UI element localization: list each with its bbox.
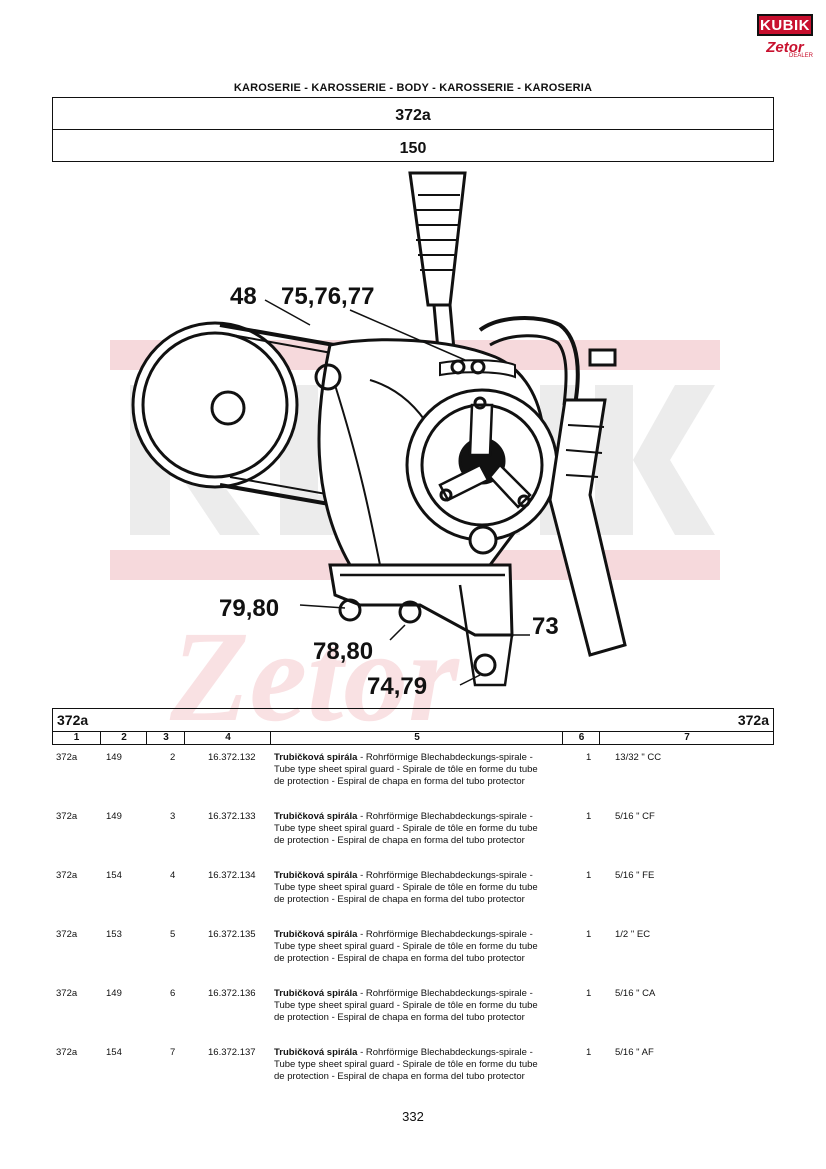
cell-part-number: 16.372.133	[208, 811, 256, 822]
desc-rest: - Rohrförmige Blechabdeckungs-spirale - …	[274, 811, 538, 846]
cell-ref: 372a	[56, 811, 78, 822]
callout-73: 73	[532, 613, 559, 640]
cell-col2: 149	[106, 811, 122, 822]
cell-position: 6	[170, 988, 176, 999]
col-header-1: 1	[73, 732, 80, 743]
cell-quantity: 1	[586, 870, 592, 881]
cell-col2: 149	[106, 988, 122, 999]
cell-description: Trubičková spirála - Rohrförmige Blechab…	[274, 1047, 546, 1083]
parts-table-group-header: 372a 372a	[52, 708, 774, 732]
cell-description: Trubičková spirála - Rohrförmige Blechab…	[274, 752, 546, 788]
desc-bold: Trubičková spirála	[274, 929, 358, 940]
assembly-drawing	[131, 171, 627, 687]
cell-quantity: 1	[586, 988, 592, 999]
group-sub-box: 150	[52, 129, 774, 162]
cell-part-number: 16.372.135	[208, 929, 256, 940]
cell-part-number: 16.372.136	[208, 988, 256, 999]
cell-ref: 372a	[56, 752, 78, 763]
cell-description: Trubičková spirála - Rohrförmige Blechab…	[274, 811, 546, 847]
cell-note: 13/32 " CC	[615, 752, 662, 763]
col-header-3: 3	[146, 731, 185, 744]
cell-note: 5/16 " CF	[615, 811, 655, 822]
cell-ref: 372a	[56, 988, 78, 999]
col-header-5: 5	[270, 731, 563, 744]
table-row: 372a 153 5 16.372.135 Trubičková spirála…	[52, 929, 772, 987]
cell-col2: 149	[106, 752, 122, 763]
section-title: KAROSERIE - KAROSSERIE - BODY - KAROSSER…	[233, 82, 593, 94]
cell-description: Trubičková spirála - Rohrförmige Blechab…	[274, 988, 546, 1024]
cell-position: 4	[170, 870, 176, 881]
cell-quantity: 1	[586, 752, 592, 763]
callout-75-76-77: 75,76,77	[281, 283, 375, 310]
cell-ref: 372a	[56, 870, 78, 881]
cell-note: 1/2 " EC	[615, 929, 651, 940]
cell-description: Trubičková spirála - Rohrförmige Blechab…	[274, 870, 546, 906]
cell-col2: 154	[106, 1047, 122, 1058]
logo-brand: KUBIK	[757, 14, 813, 36]
cell-part-number: 16.372.134	[208, 870, 256, 881]
desc-bold: Trubičková spirála	[274, 1047, 358, 1058]
table-row: 372a 149 3 16.372.133 Trubičková spirála…	[52, 811, 772, 869]
cell-quantity: 1	[586, 1047, 592, 1058]
col-header-6: 6	[562, 731, 600, 744]
callout-74-79: 74,79	[367, 673, 428, 700]
cell-quantity: 1	[586, 929, 592, 940]
cell-note: 5/16 " FE	[615, 870, 655, 881]
table-row: 372a 154 7 16.372.137 Trubičková spirála…	[52, 1047, 772, 1105]
group-code-box: 372a	[52, 97, 774, 130]
col-header-7: 7	[599, 731, 774, 744]
table-row: 372a 149 2 16.372.132 Trubičková spirála…	[52, 752, 772, 810]
cell-position: 7	[170, 1047, 176, 1058]
cell-col2: 153	[106, 929, 122, 940]
desc-bold: Trubičková spirála	[274, 988, 358, 999]
cell-note: 5/16 " AF	[615, 1047, 654, 1058]
kubik-zetor-logo: KUBIK Zetor DEALER	[757, 14, 813, 66]
desc-bold: Trubičková spirála	[274, 870, 358, 881]
cell-position: 5	[170, 929, 176, 940]
desc-rest: - Rohrförmige Blechabdeckungs-spirale - …	[274, 988, 538, 1023]
col-header-2: 2	[100, 731, 147, 744]
desc-rest: - Rohrförmige Blechabdeckungs-spirale - …	[274, 752, 538, 787]
logo-tag: DEALER	[788, 53, 813, 59]
callout-79-80: 79,80	[219, 595, 280, 622]
desc-rest: - Rohrförmige Blechabdeckungs-spirale - …	[274, 870, 538, 905]
desc-bold: Trubičková spirála	[274, 811, 358, 822]
desc-rest: - Rohrförmige Blechabdeckungs-spirale - …	[274, 1047, 538, 1082]
cell-ref: 372a	[56, 929, 78, 940]
parts-table-column-headers: 1 2 3 4 5 6 7	[52, 731, 774, 745]
cell-ref: 372a	[56, 1047, 78, 1058]
logo-sub: Zetor	[766, 39, 804, 56]
table-row: 372a 154 4 16.372.134 Trubičková spirála…	[52, 870, 772, 928]
callout-78-80: 78,80	[313, 638, 374, 665]
table-row: 372a 149 6 16.372.136 Trubičková spirála…	[52, 988, 772, 1046]
cell-description: Trubičková spirála - Rohrförmige Blechab…	[274, 929, 546, 965]
desc-rest: - Rohrförmige Blechabdeckungs-spirale - …	[274, 929, 538, 964]
col-header-4: 4	[184, 731, 271, 744]
cell-quantity: 1	[586, 811, 592, 822]
cell-part-number: 16.372.132	[208, 752, 256, 763]
cell-col2: 154	[106, 870, 122, 881]
callout-48: 48	[230, 283, 257, 310]
page-number: 332	[402, 1109, 424, 1124]
cell-position: 3	[170, 811, 176, 822]
group-right-label: 372a	[737, 712, 769, 728]
desc-bold: Trubičková spirála	[274, 752, 358, 763]
cell-position: 2	[170, 752, 176, 763]
cell-note: 5/16 " CA	[615, 988, 656, 999]
group-left-label: 372a	[57, 712, 89, 728]
cell-part-number: 16.372.137	[208, 1047, 256, 1058]
